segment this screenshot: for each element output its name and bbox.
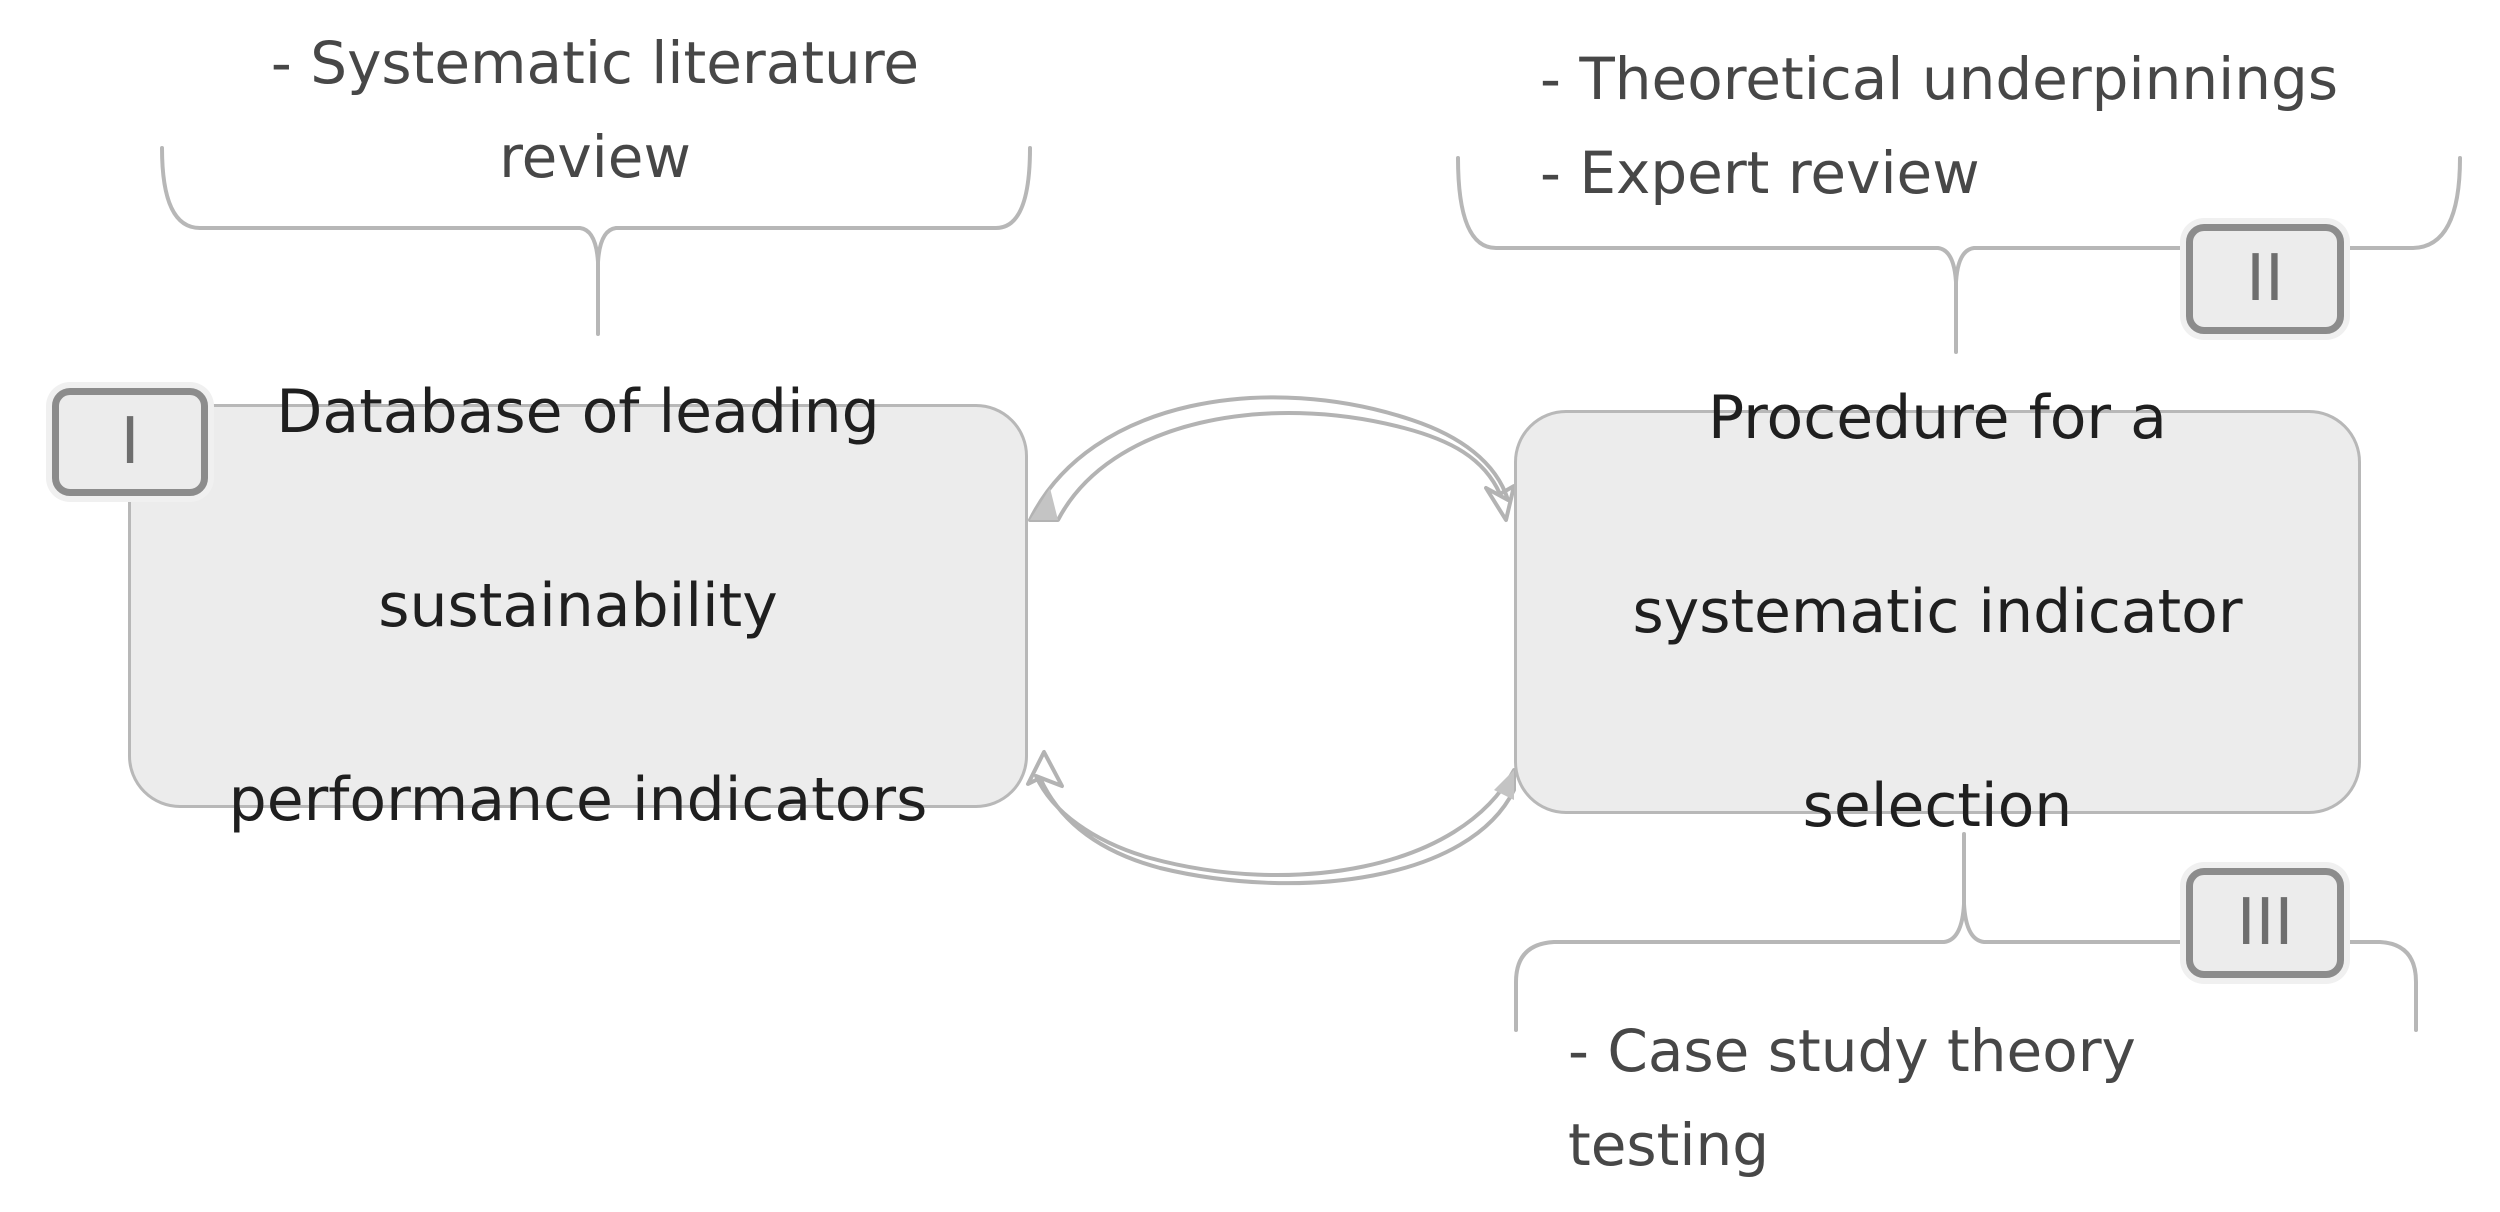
box-right-line-2: systematic indicator: [1632, 576, 2243, 647]
note-top-right-line-1: - Theoretical underpinnings: [1540, 45, 2339, 113]
note-top-right: - Theoretical underpinnings - Expert rev…: [1540, 32, 2440, 220]
box-indicator-database: Database of leading sustainability perfo…: [128, 377, 1028, 835]
brace-top-left: [160, 146, 1032, 336]
box-indicator-database-label: Database of leading sustainability perfo…: [229, 267, 928, 946]
note-top-left-line-2: review: [499, 123, 691, 191]
note-top-left-line-1: - Systematic literature: [270, 29, 920, 97]
box-selection-procedure-label: Procedure for a systematic indicator sel…: [1632, 273, 2242, 952]
badge-step-2: II: [2186, 224, 2344, 334]
box-left-line-3: performance indicators: [228, 764, 928, 835]
box-left-line-1: Database of leading: [276, 376, 880, 447]
arrow-right-to-left-tail: [1494, 770, 1514, 800]
brace-bottom-right: [1514, 832, 2418, 1032]
brace-top-right: [1456, 156, 2462, 354]
box-right-line-1: Procedure for a: [1708, 382, 2167, 453]
note-top-right-line-2: - Expert review: [1540, 139, 1980, 207]
arrow-left-to-right: [1028, 395, 1516, 522]
note-bottom-right-line-1: - Case study theory: [1568, 1017, 2136, 1085]
box-right-line-3: selection: [1802, 770, 2073, 841]
note-bottom-right-line-2: testing: [1568, 1111, 1770, 1179]
badge-step-1: I: [52, 388, 208, 496]
box-selection-procedure: Procedure for a systematic indicator sel…: [1514, 383, 2361, 841]
box-left-line-2: sustainability: [378, 570, 778, 641]
note-bottom-right: - Case study theory testing: [1568, 1004, 2268, 1192]
arrow-left-to-right-tail: [1030, 488, 1058, 520]
badge-step-3: III: [2186, 868, 2344, 978]
arrow-right-to-left: [1026, 750, 1516, 886]
note-top-left: - Systematic literature review: [155, 16, 1035, 204]
